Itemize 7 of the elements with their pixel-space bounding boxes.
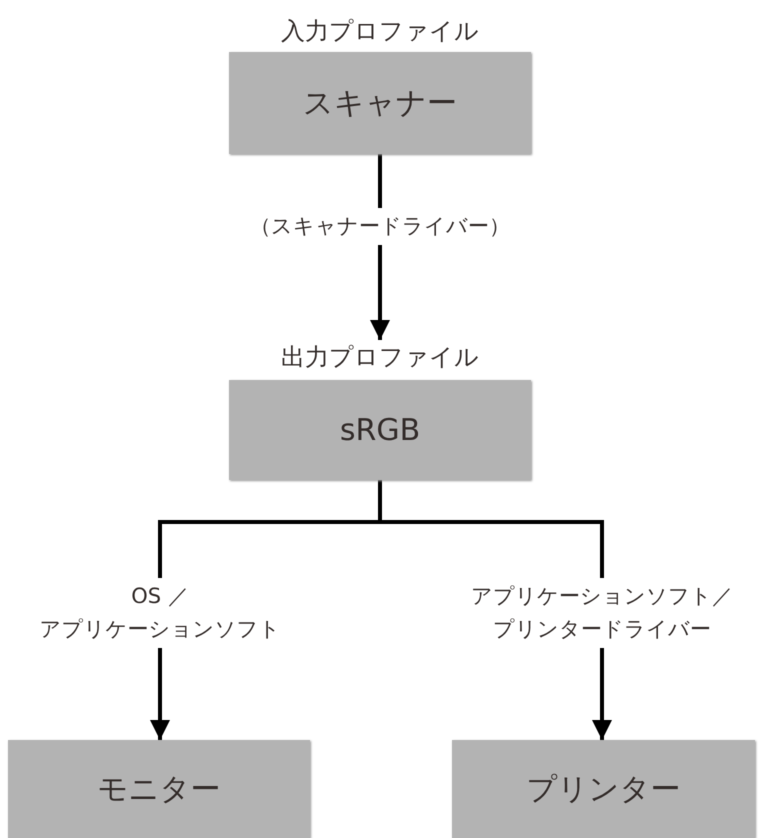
profile-heading: 出力プロファイル <box>280 342 480 373</box>
profile-heading: 入力プロファイル <box>280 16 480 47</box>
device-label: モニター <box>98 770 220 808</box>
device-label: プリンター <box>526 770 680 808</box>
device-label: スキャナー <box>303 84 457 122</box>
device-label: sRGB <box>340 412 420 448</box>
edge-label: アプリケーションソフト／プリンタードライバー <box>471 578 733 648</box>
